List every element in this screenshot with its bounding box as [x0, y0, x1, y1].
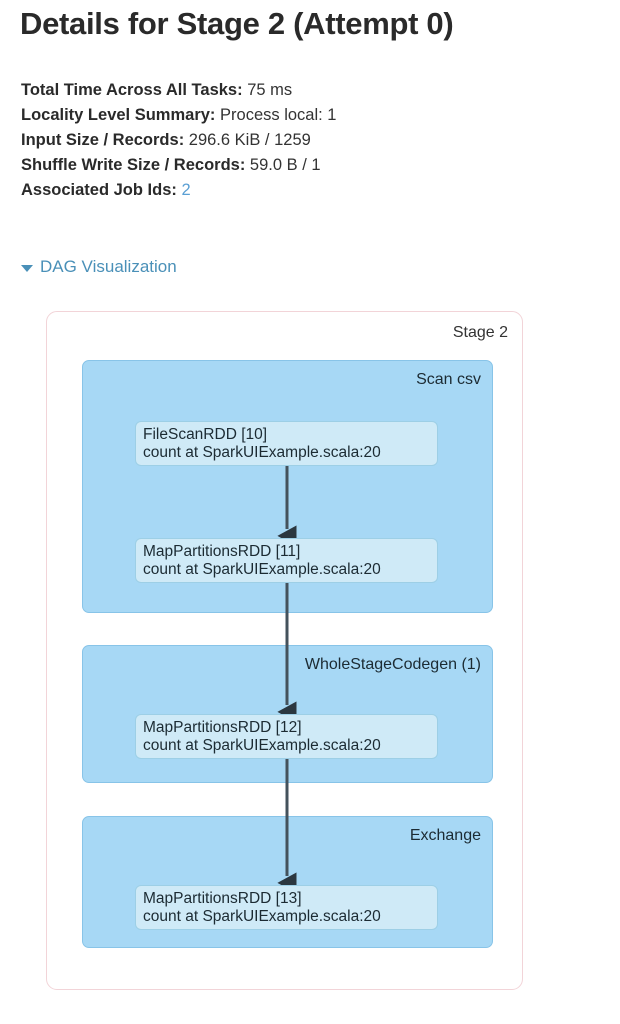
summary-label: Associated Job Ids: [21, 181, 177, 199]
summary-label: Total Time Across All Tasks: [21, 81, 243, 99]
scope-label: Exchange [409, 827, 481, 844]
stage-label: Stage 2 [452, 324, 508, 341]
rdd-node[interactable]: FileScanRDD [10] count at SparkUIExample… [135, 421, 438, 466]
rdd-node-callsite: count at SparkUIExample.scala:20 [143, 561, 381, 578]
dag-visualization-toggle-label: DAG Visualization [40, 257, 177, 276]
scope-label: WholeStageCodegen (1) [304, 656, 481, 673]
summary-row-shuffle-write-size: Shuffle Write Size / Records: 59.0 B / 1 [21, 153, 581, 178]
rdd-node-title: MapPartitionsRDD [12] [143, 719, 302, 736]
rdd-node[interactable]: MapPartitionsRDD [13] count at SparkUIEx… [135, 885, 438, 930]
summary-row-total-time: Total Time Across All Tasks: 75 ms [21, 78, 581, 103]
summary-value: 59.0 B / 1 [249, 156, 321, 174]
summary-value: Process local: 1 [220, 106, 337, 124]
rdd-node-callsite: count at SparkUIExample.scala:20 [143, 908, 381, 925]
page-title: Details for Stage 2 (Attempt 0) [20, 6, 454, 41]
summary-label: Locality Level Summary: [21, 106, 216, 124]
summary-row-locality-level: Locality Level Summary: Process local: 1 [21, 103, 581, 128]
summary-row-input-size: Input Size / Records: 296.6 KiB / 1259 [21, 128, 581, 153]
stage-summary-list: Total Time Across All Tasks: 75 ms Local… [21, 78, 581, 203]
associated-job-id-link[interactable]: 2 [181, 181, 191, 199]
summary-label: Input Size / Records: [21, 131, 185, 149]
rdd-node-callsite: count at SparkUIExample.scala:20 [143, 737, 381, 754]
summary-value: 296.6 KiB / 1259 [188, 131, 311, 149]
caret-down-icon [21, 264, 33, 272]
summary-row-associated-job-ids: Associated Job Ids: 2 [21, 178, 581, 203]
rdd-node-title: FileScanRDD [10] [143, 426, 268, 443]
summary-value: 75 ms [247, 81, 293, 99]
rdd-node[interactable]: MapPartitionsRDD [11] count at SparkUIEx… [135, 538, 438, 583]
rdd-node-callsite: count at SparkUIExample.scala:20 [143, 444, 381, 461]
scope-label: Scan csv [416, 371, 481, 388]
summary-label: Shuffle Write Size / Records: [21, 156, 246, 174]
dag-visualization-toggle[interactable]: DAG Visualization [21, 257, 177, 277]
rdd-node-title: MapPartitionsRDD [13] [143, 890, 302, 907]
rdd-node-title: MapPartitionsRDD [11] [143, 543, 301, 560]
rdd-node[interactable]: MapPartitionsRDD [12] count at SparkUIEx… [135, 714, 438, 759]
